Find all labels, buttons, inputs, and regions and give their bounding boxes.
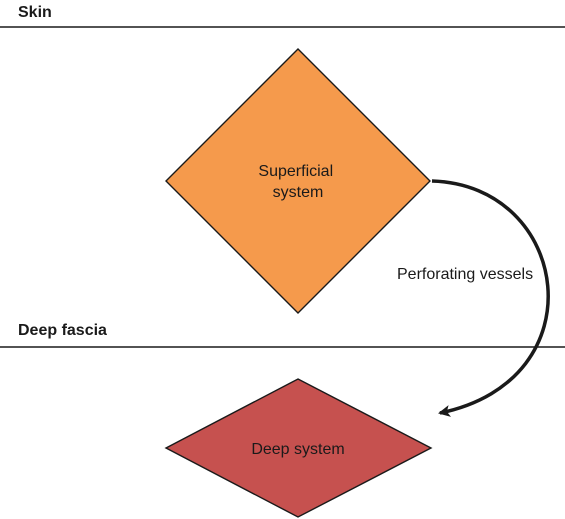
superficial-system-node: [165, 48, 431, 314]
superficial-system-label: Superficial system: [258, 163, 337, 201]
skin-label: Skin: [18, 4, 52, 21]
deep-system-label: Deep system: [251, 441, 344, 458]
deep-fascia-label: Deep fascia: [18, 322, 107, 339]
perforating-vessels-label: Perforating vessels: [397, 266, 533, 283]
deep-system-node: [164, 378, 433, 518]
perforating-vessels-arrow: [431, 179, 550, 417]
